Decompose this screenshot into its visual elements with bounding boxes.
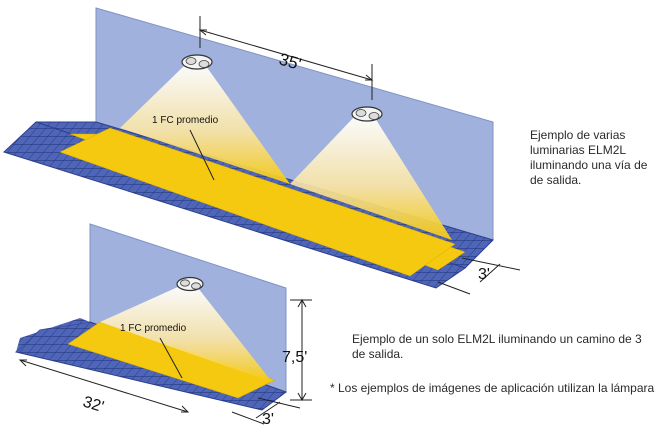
height-dimension xyxy=(290,298,312,402)
footnote: * Los ejemplos de imágenes de aplicación… xyxy=(330,381,655,395)
top-width-dimension xyxy=(437,257,521,295)
bottom-lit-path xyxy=(67,321,276,399)
bottom-fc-label: 1 FC promedio xyxy=(120,323,187,334)
top-width-label: 3' xyxy=(478,266,490,283)
bottom-caption: Ejemplo de un solo ELM2L iluminando un c… xyxy=(352,332,642,361)
top-fixture-1 xyxy=(181,54,213,70)
length-dimension xyxy=(18,359,190,413)
top-fixture-2 xyxy=(351,106,383,122)
height-label: 7,5' xyxy=(282,349,307,366)
bottom-beam xyxy=(100,286,272,382)
top-beam-1 xyxy=(120,64,290,184)
length-label: 32' xyxy=(81,394,106,416)
top-beam-2 xyxy=(290,116,452,240)
bottom-width-label: 3' xyxy=(262,411,274,428)
top-scene: 35' 1 FC promedio 3' xyxy=(3,7,521,295)
top-caption: Ejemplo de varias luminarias ELM2L ilumi… xyxy=(530,128,648,187)
bottom-scene: 1 FC promedio 7,5' 32' 3' xyxy=(14,223,312,428)
bottom-fixture xyxy=(176,276,204,292)
top-fc-label: 1 FC promedio xyxy=(152,115,219,126)
spacing-dimension xyxy=(198,16,374,100)
bottom-width-dimension xyxy=(231,397,301,425)
